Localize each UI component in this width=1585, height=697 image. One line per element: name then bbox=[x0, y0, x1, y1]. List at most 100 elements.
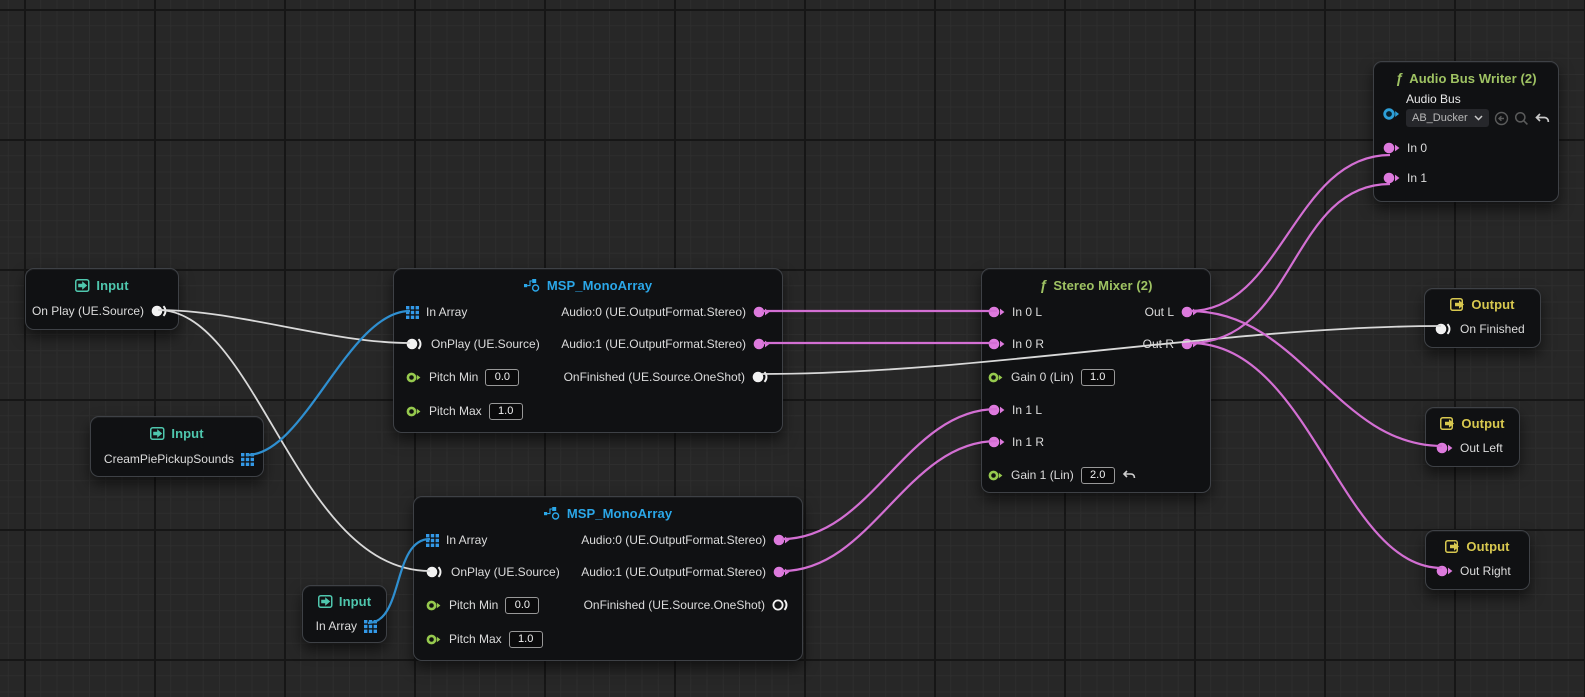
output-node-icon bbox=[1445, 539, 1460, 553]
audio-pin-in[interactable] bbox=[1383, 171, 1400, 185]
reset-to-default-icon[interactable] bbox=[1534, 112, 1550, 125]
pitch-min-value[interactable]: 0.0 bbox=[485, 368, 520, 386]
trigger-pin-out[interactable] bbox=[151, 304, 169, 318]
output-node-icon bbox=[1450, 297, 1465, 311]
audio-pin-out[interactable] bbox=[773, 533, 790, 547]
pin-label: Out Left bbox=[1460, 441, 1503, 455]
audio-pin-in[interactable] bbox=[1383, 141, 1400, 155]
audio-pin-in[interactable] bbox=[988, 337, 1005, 351]
float-pin-in[interactable] bbox=[426, 599, 442, 612]
pitch-max-value[interactable]: 1.0 bbox=[508, 630, 543, 648]
trigger-pin-in[interactable] bbox=[406, 337, 424, 351]
metasound-patch-icon bbox=[543, 506, 561, 520]
trigger-pin-in[interactable] bbox=[426, 565, 444, 579]
wire-onplay-to-msp1[interactable] bbox=[157, 309, 411, 344]
trigger-pin-in[interactable] bbox=[1435, 322, 1453, 336]
node-title: Input bbox=[91, 417, 263, 444]
wire-mixer-outr-to-outright[interactable] bbox=[1189, 341, 1443, 570]
pin-label: In 0 L bbox=[1012, 305, 1043, 319]
float-pin-in[interactable] bbox=[406, 405, 422, 418]
audio-pin-in[interactable] bbox=[1436, 564, 1453, 578]
node-title: Output bbox=[1425, 289, 1540, 314]
pin-label: On Play (UE.Source) bbox=[31, 304, 144, 318]
audio-pin-out[interactable] bbox=[753, 337, 770, 351]
input-node-icon bbox=[317, 594, 333, 608]
node-title: Output bbox=[1426, 408, 1519, 433]
object-pin-in[interactable] bbox=[1383, 107, 1400, 121]
pin-label: Pitch Max bbox=[429, 404, 482, 418]
audio-pin-in[interactable] bbox=[988, 435, 1005, 449]
audio-bus-label: Audio Bus bbox=[1406, 92, 1461, 106]
node-input-sounds[interactable]: Input CreamPiePickupSounds bbox=[90, 416, 264, 477]
pin-label: In 1 L bbox=[1012, 403, 1043, 417]
array-pin-in[interactable] bbox=[426, 533, 439, 547]
wire-mixer-outl-to-outleft[interactable] bbox=[1189, 309, 1443, 448]
node-audio-bus-writer[interactable]: ƒ Audio Bus Writer (2) Audio Bus AB_Duck… bbox=[1373, 61, 1559, 202]
node-input-on-play[interactable]: Input On Play (UE.Source) bbox=[25, 268, 179, 330]
float-pin-in[interactable] bbox=[988, 469, 1004, 482]
audio-pin-in[interactable] bbox=[988, 305, 1005, 319]
gain-1-value[interactable]: 2.0 bbox=[1080, 466, 1115, 484]
audio-pin-in[interactable] bbox=[988, 403, 1005, 417]
pin-label: Out R bbox=[1142, 337, 1174, 351]
reset-to-default-icon[interactable] bbox=[1122, 469, 1136, 481]
audio-pin-in[interactable] bbox=[1436, 441, 1453, 455]
function-node-icon: ƒ bbox=[1039, 277, 1048, 293]
array-pin-out[interactable] bbox=[364, 619, 377, 633]
metasound-patch-icon bbox=[523, 278, 541, 292]
node-title: ƒ Audio Bus Writer (2) bbox=[1395, 70, 1537, 86]
pin-label: In 1 R bbox=[1012, 435, 1045, 449]
wire-mixer-outr-to-buswriter-in1[interactable] bbox=[1189, 182, 1391, 345]
node-stereo-mixer[interactable]: ƒ Stereo Mixer (2) In 0 L Out L bbox=[981, 268, 1211, 493]
pitch-min-value[interactable]: 0.0 bbox=[505, 596, 540, 614]
trigger-pin-out[interactable] bbox=[752, 370, 770, 384]
function-node-icon: ƒ bbox=[1395, 70, 1404, 86]
array-pin-in[interactable] bbox=[406, 305, 419, 319]
float-pin-in[interactable] bbox=[988, 371, 1004, 384]
node-title: MSP_MonoArray bbox=[394, 269, 782, 296]
pin-label: In 0 R bbox=[1012, 337, 1045, 351]
node-msp-mono-array-1[interactable]: MSP_MonoArray In Array Audio:0 (UE.Outpu… bbox=[393, 268, 783, 433]
input-node-icon bbox=[150, 426, 165, 440]
pin-label: Out Right bbox=[1460, 564, 1511, 578]
pin-label: In 1 bbox=[1407, 171, 1428, 185]
node-title: MSP_MonoArray bbox=[414, 497, 802, 524]
trigger-pin-out-unconnected[interactable] bbox=[772, 598, 790, 612]
pin-label: Pitch Min bbox=[449, 598, 499, 612]
pin-label: Audio:0 (UE.OutputFormat.Stereo) bbox=[581, 533, 766, 547]
pin-label: In Array bbox=[315, 619, 357, 633]
browse-to-asset-icon[interactable] bbox=[1494, 111, 1509, 126]
audio-pin-out[interactable] bbox=[753, 305, 770, 319]
pin-label: Pitch Max bbox=[449, 632, 502, 646]
wire-mixer-outl-to-buswriter-in0[interactable] bbox=[1189, 153, 1391, 313]
float-pin-in[interactable] bbox=[426, 633, 442, 646]
audio-bus-dropdown[interactable]: AB_Ducker bbox=[1406, 109, 1489, 127]
gain-0-value[interactable]: 1.0 bbox=[1080, 368, 1115, 386]
node-output-out-left[interactable]: Output Out Left bbox=[1425, 407, 1520, 467]
node-msp-mono-array-2[interactable]: MSP_MonoArray In Array Audio:0 (UE.Outpu… bbox=[413, 496, 803, 661]
array-pin-out[interactable] bbox=[241, 452, 254, 466]
pin-label: In Array bbox=[446, 533, 488, 547]
wire-sounds-to-msp1-inarray[interactable] bbox=[246, 309, 411, 457]
audio-pin-out[interactable] bbox=[1181, 337, 1198, 351]
wire-msp2-audio0-to-mixer-in1l[interactable] bbox=[781, 407, 998, 541]
float-pin-in[interactable] bbox=[406, 371, 422, 384]
pin-label: OnPlay (UE.Source) bbox=[431, 337, 540, 351]
audio-pin-out[interactable] bbox=[773, 565, 790, 579]
search-icon[interactable] bbox=[1514, 111, 1529, 126]
node-output-out-right[interactable]: Output Out Right bbox=[1425, 530, 1530, 590]
pin-label: Out L bbox=[1144, 305, 1174, 319]
wire-msp2-audio1-to-mixer-in1r[interactable] bbox=[781, 439, 998, 573]
pin-label: CreamPiePickupSounds bbox=[103, 452, 234, 466]
audio-pin-out[interactable] bbox=[1181, 305, 1198, 319]
pin-label: OnPlay (UE.Source) bbox=[451, 565, 560, 579]
pin-label: Pitch Min bbox=[429, 370, 479, 384]
pin-label: Gain 0 (Lin) bbox=[1011, 370, 1074, 384]
audio-bus-selected-value: AB_Ducker bbox=[1412, 112, 1468, 124]
pin-label: Audio:0 (UE.OutputFormat.Stereo) bbox=[561, 305, 746, 319]
pitch-max-value[interactable]: 1.0 bbox=[488, 402, 523, 420]
input-node-icon bbox=[75, 278, 90, 292]
node-output-on-finished[interactable]: Output On Finished bbox=[1424, 288, 1541, 348]
node-input-in-array[interactable]: Input In Array bbox=[302, 585, 387, 643]
